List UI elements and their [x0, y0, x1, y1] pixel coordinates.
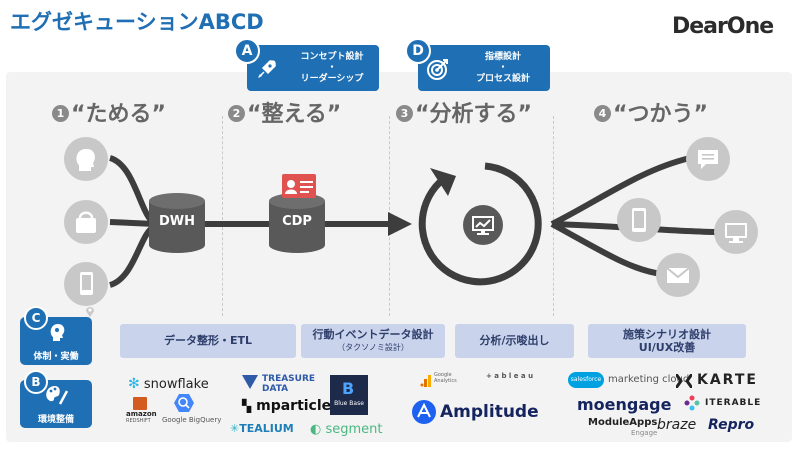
step-1-label: “ためる” [71, 102, 166, 127]
cdp-to-analysis-arrowhead [388, 212, 412, 236]
cdp-label: CDP [282, 214, 312, 229]
segment-logo: ◐ segment [310, 422, 383, 437]
mparticle-icon: ▚ [242, 399, 252, 413]
step-3-heading: 3“分析する” [396, 96, 532, 128]
rocket-icon [255, 57, 279, 81]
pill-scenario-text: 施策シナリオ設計 [623, 328, 711, 341]
column-divider [222, 116, 223, 316]
badge-a-letter: A [234, 38, 260, 64]
analysis-cycle-arrowhead [430, 168, 456, 196]
bigquery-text: Google BigQuery [162, 416, 222, 424]
dwh-label: DWH [158, 214, 195, 229]
bigquery-icon [173, 393, 195, 413]
redshift-text: REDSHIFT [126, 418, 151, 424]
pill-data-etl-text: データ整形・ETL [163, 334, 253, 347]
moduleapps-logo: ModuleApps Engage [588, 417, 658, 438]
redshift-icon [133, 397, 147, 410]
badge-d-dot: ・ [498, 63, 508, 73]
step-1-heading: 1“ためる” [52, 96, 166, 128]
palette-brush-icon [44, 384, 70, 406]
pill-analysis-text: 分析/示唆出し [479, 334, 550, 347]
badge-d-letter: D [405, 38, 431, 64]
side-box-c: 体制・実働 [20, 317, 92, 365]
tealium-icon: ✳ [230, 422, 240, 435]
karte-icon [674, 373, 694, 389]
pill-analysis: 分析/示唆出し [455, 324, 574, 358]
dwh-cylinder-icon [149, 193, 205, 253]
step-2-number: 2 [228, 104, 245, 122]
smartphone-icon [64, 262, 108, 306]
step-4-heading: 4“つかう” [594, 96, 708, 128]
amazon-text: amazon [126, 410, 157, 418]
output-junction [552, 218, 560, 230]
side-badge-b: B [24, 370, 48, 394]
pill-scenario: 施策シナリオ設計 UI/UX改善 [588, 324, 746, 358]
badge-a-line1: コンセプト設計 [300, 52, 364, 62]
team-head-icon [46, 321, 68, 343]
shopping-bag-icon [64, 200, 108, 244]
step-4-number: 4 [594, 104, 611, 122]
pill-scenario-sub: UI/UX改善 [638, 341, 696, 354]
treasure-data-icon [242, 374, 258, 389]
side-box-b-label: 環境整備 [37, 415, 74, 425]
analytics-dashboard-icon [463, 205, 503, 245]
side-box-c-label: 体制・実働 [33, 352, 79, 362]
side-badge-c: C [24, 306, 48, 330]
step-2-label: “整える” [247, 102, 342, 127]
step-2-heading: 2“整える” [228, 96, 341, 128]
salesforce-logo: salesforce [568, 372, 604, 388]
chat-bubble-icon [686, 137, 730, 181]
braze-logo: braze [657, 417, 697, 433]
source-line-middle [109, 219, 156, 227]
repro-logo: Repro [708, 417, 755, 433]
amplitude-icon [412, 400, 436, 424]
blue-base-icon: B [342, 379, 355, 398]
badge-a-line2: リーダーシップ [300, 74, 364, 84]
pill-event-design: 行動イベントデータ設計 （タクソノミ設計） [301, 324, 445, 358]
mail-envelope-icon [656, 253, 700, 297]
google-analytics-icon [420, 372, 432, 387]
output-line-bottom [550, 221, 663, 277]
output-line-top [550, 155, 691, 227]
badge-a-box: コンセプト設計 ・ リーダーシップ [247, 45, 379, 91]
step-3-number: 3 [396, 104, 413, 122]
blue-base-logo: Blue Base B [330, 375, 368, 415]
iterable-icon [684, 395, 700, 411]
mparticle-logo: ▚ mparticle [242, 398, 332, 414]
desktop-monitor-icon [714, 210, 758, 254]
analysis-cycle-ring [418, 162, 542, 286]
snowflake-logo: ✻ snowflake [128, 376, 209, 392]
badge-a-dot: ・ [327, 63, 337, 73]
tealium-logo: ✳TEALIUM [230, 422, 294, 435]
segment-icon: ◐ [310, 422, 322, 437]
pill-event-design-text: 行動イベントデータ設計 [312, 328, 434, 341]
badge-d-box: 指標設計 ・ プロセス設計 [418, 45, 550, 91]
step-3-label: “分析する” [415, 102, 532, 127]
amplitude-logo: Amplitude [440, 402, 539, 422]
target-icon [426, 57, 450, 81]
marketing-cloud-text: marketing cloud [608, 374, 690, 385]
location-pin-icon [85, 302, 95, 317]
dearone-logo: DearOne [672, 14, 774, 39]
page-title: エグゼキューションABCD [10, 10, 264, 34]
column-divider [553, 116, 554, 316]
moengage-logo: moengage [577, 395, 672, 414]
tablet-icon [617, 198, 661, 242]
snowflake-icon: ✻ [128, 376, 140, 392]
badge-d-line2: プロセス設計 [475, 74, 530, 84]
cdp-cylinder-icon [269, 193, 325, 253]
pill-data-etl: データ整形・ETL [120, 324, 296, 358]
user-head-icon [64, 137, 108, 181]
badge-d-line1: 指標設計 [484, 52, 521, 62]
tableau-logo: + a b l e a u [486, 372, 534, 380]
amazon-redshift-logo: amazon REDSHIFT [126, 397, 157, 424]
iterable-logo: ITERABLE [705, 398, 762, 408]
pill-event-design-sub: （タクソノミ設計） [337, 343, 409, 352]
step-4-label: “つかう” [613, 102, 708, 127]
step-1-number: 1 [52, 104, 69, 122]
karte-logo: KARTE [697, 372, 758, 388]
id-card-icon [282, 174, 316, 198]
